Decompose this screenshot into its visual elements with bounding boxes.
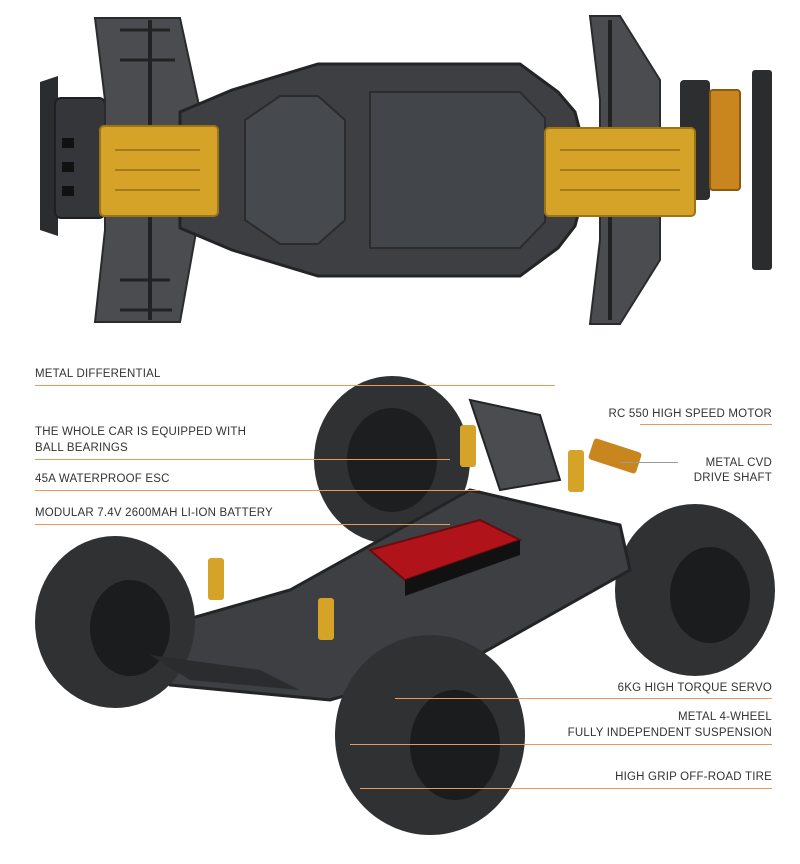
front-left-tire <box>35 536 195 708</box>
leader-line-suspension <box>350 744 772 745</box>
leader-line-servo <box>395 698 772 699</box>
leader-line-differential <box>35 385 555 386</box>
leader-line-cvd <box>620 462 678 463</box>
label-cvd-1: METAL CVD <box>705 457 772 469</box>
label-motor: RC 550 HIGH SPEED MOTOR <box>608 408 772 420</box>
leader-line-battery <box>35 524 450 525</box>
truck-three-quarter-view <box>35 376 775 835</box>
rear-left-tire <box>314 376 470 544</box>
label-servo: 6KG HIGH TORQUE SERVO <box>617 682 772 694</box>
label-tire: HIGH GRIP OFF-ROAD TIRE <box>615 771 772 783</box>
label-suspension-1: METAL 4-WHEEL <box>678 711 772 723</box>
leader-line-esc <box>35 490 480 491</box>
leader-line-motor <box>640 424 772 425</box>
label-ball-bearings-2: BALL BEARINGS <box>35 442 128 454</box>
front-right-tire <box>335 635 525 835</box>
label-esc: 45A WATERPROOF ESC <box>35 473 170 485</box>
label-battery: MODULAR 7.4V 2600MAH LI-ION BATTERY <box>35 507 273 519</box>
chassis-top-view <box>40 15 772 325</box>
label-suspension-2: FULLY INDEPENDENT SUSPENSION <box>567 727 772 739</box>
label-metal-differential: METAL DIFFERENTIAL <box>35 368 161 380</box>
label-cvd-2: DRIVE SHAFT <box>693 472 772 484</box>
leader-line-tire <box>360 788 772 789</box>
rear-right-tire <box>615 504 775 676</box>
leader-line-bearings <box>35 459 450 460</box>
label-ball-bearings-1: THE WHOLE CAR IS EQUIPPED WITH <box>35 426 247 438</box>
